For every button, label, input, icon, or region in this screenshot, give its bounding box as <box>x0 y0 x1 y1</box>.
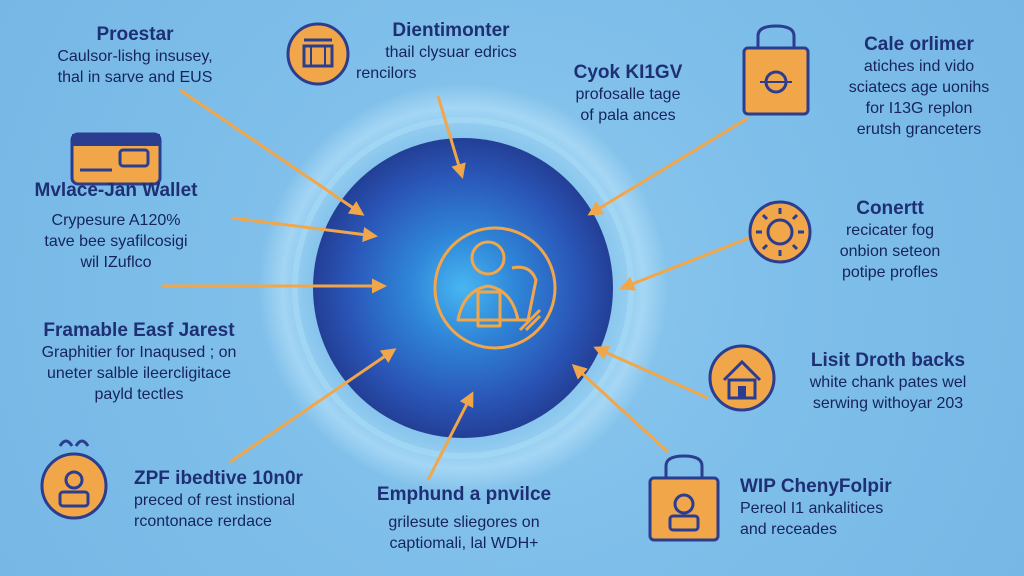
node-desc-line: preced of rest instional <box>134 492 295 509</box>
arrow-wallet <box>231 216 378 242</box>
node-wip: WIP ChenyFolpir Pereol I1 ankalitices an… <box>740 476 960 540</box>
node-title: Conertt <box>856 198 924 219</box>
node-desc-line: white chank pates wel <box>809 374 967 391</box>
hub-inner-ring <box>433 226 557 350</box>
node-dentimonter: Dientimonter thail clysuar edrics rencil… <box>356 20 546 84</box>
node-desc-line: serwing withoyar 203 <box>812 395 964 412</box>
wallet-icon <box>70 132 162 186</box>
node-zpf: ZPF ibedtive 10n0r preced of rest instio… <box>134 468 354 532</box>
node-title: Framable Easf Jarest <box>43 320 235 341</box>
hub-circle <box>313 138 613 438</box>
node-desc-line: uneter salble ileercligitace <box>46 365 232 382</box>
node-lisit: Lisit Droth backs white chank pates wel … <box>788 350 988 414</box>
node-desc-line: Graphitier for Inaqused ; on <box>41 344 237 361</box>
node-cale: Cale orlimer atiches ind vido sciatecs a… <box>824 34 1014 140</box>
node-title: Cale orlimer <box>864 34 974 55</box>
node-desc-line: atiches ind vido <box>863 58 975 75</box>
arrow-proestar <box>179 88 365 216</box>
node-desc-line: rcontonace rerdace <box>134 513 272 530</box>
node-title: ZPF ibedtive 10n0r <box>134 468 303 489</box>
node-wallet: Mvlace-Jan Wallet Crypesure A120% tave b… <box>6 180 226 273</box>
node-title: Proestar <box>96 24 174 45</box>
node-title: Cyok KI1GV <box>573 62 683 83</box>
arrow-wip <box>571 363 670 454</box>
arrow-zpf <box>229 348 397 464</box>
node-desc-line: of pala ances <box>580 107 676 124</box>
node-cyok: Cyok KI1GV profosalle tage of pala ances <box>548 62 708 126</box>
node-desc-line: erutsh granceters <box>856 121 982 138</box>
node-desc-line: onbion seteon <box>839 243 941 260</box>
arrows <box>162 88 755 481</box>
node-proestar: Proestar Caulsor-lishg insusey, thal in … <box>30 24 240 88</box>
node-title: Emphund a pnvilce <box>376 484 552 505</box>
node-desc-line: Pereol I1 ankalitices <box>740 500 884 517</box>
node-desc-line: for I13G replon <box>865 100 973 117</box>
node-desc-line: recicater fog <box>845 222 935 239</box>
node-desc-line: rencilors <box>356 65 417 82</box>
house-icon <box>708 344 776 412</box>
node-title: Mvlace-Jan Wallet <box>34 180 198 201</box>
arrow-cale <box>587 116 749 216</box>
node-emphund: Emphund a pnvilce grilesute sliegores on… <box>354 484 574 554</box>
node-title: Dientimonter <box>392 20 510 41</box>
node-framable: Framable Easf Jarest Graphitier for Inaq… <box>4 320 274 405</box>
node-desc-line: thal in sarve and EUS <box>57 69 213 86</box>
node-desc-line: tave bee syafilcosigi <box>44 233 188 250</box>
node-desc-line: and receades <box>740 521 837 538</box>
gear-icon <box>748 200 812 264</box>
node-desc-line: Crypesure A120% <box>51 212 181 229</box>
robot-icon <box>286 22 350 86</box>
node-desc-line: sciatecs age uonihs <box>848 79 990 96</box>
node-desc-line: wil IZuflco <box>80 254 152 271</box>
node-desc-line: potipe profles <box>841 264 939 281</box>
node-desc-line: captiomali, lal WDH+ <box>389 535 539 552</box>
user-icon <box>40 439 108 520</box>
node-desc-line: profosalle tage <box>575 86 681 103</box>
arrow-conertt <box>619 234 755 291</box>
arrow-dentimonter <box>436 95 466 179</box>
arrow-lisit <box>593 346 709 400</box>
node-conertt: Conertt recicater fog onbion seteon poti… <box>820 198 960 283</box>
arrow-emphund <box>426 391 474 481</box>
node-title: WIP ChenyFolpir <box>740 476 892 497</box>
shopping-bag-icon <box>742 24 810 116</box>
user-bag-icon <box>648 454 720 542</box>
node-desc-line: grilesute sliegores on <box>388 514 540 531</box>
node-desc-line: Caulsor-lishg insusey, <box>57 48 213 65</box>
node-desc-line: payld tectles <box>94 386 184 403</box>
node-desc-line: thail clysuar edrics <box>385 44 517 61</box>
person-with-items-icon <box>456 240 542 332</box>
node-title: Lisit Droth backs <box>810 350 966 371</box>
